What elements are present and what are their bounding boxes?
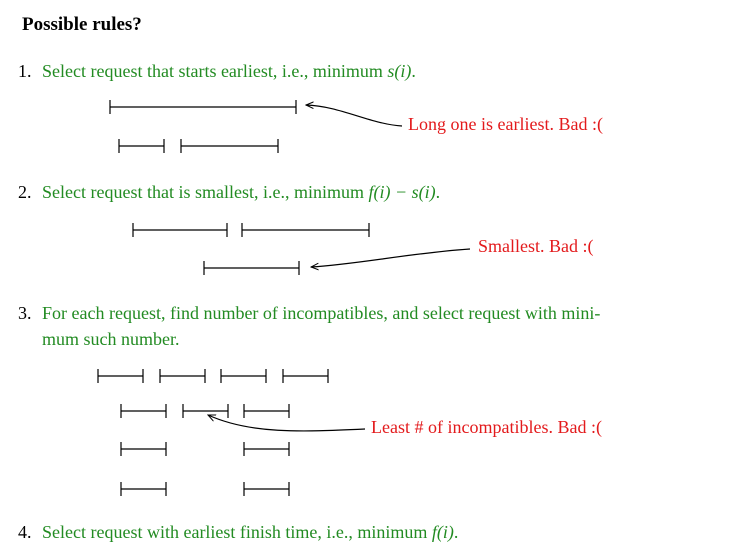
interval xyxy=(243,482,290,496)
rule-3: 3. For each request, find number of incom… xyxy=(18,300,600,352)
rule-4-text: Select request with earliest finish time… xyxy=(42,522,432,542)
interval xyxy=(132,223,228,237)
rule-3-line-2: mum such number. xyxy=(42,329,180,349)
rule-1-text-end: . xyxy=(411,61,416,81)
interval xyxy=(203,261,300,275)
note-rule-2: Smallest. Bad :( xyxy=(478,236,594,256)
note-rule-1-arrow xyxy=(306,105,403,127)
interval xyxy=(97,369,144,383)
interval xyxy=(120,404,167,418)
interval xyxy=(180,139,279,153)
interval xyxy=(282,369,329,383)
rule-4-number: 4. xyxy=(18,522,32,542)
interval xyxy=(243,442,290,456)
rule-2-text-end: . xyxy=(435,182,441,202)
interval xyxy=(182,404,229,418)
rule-2-math: f(i) − s(i) xyxy=(368,182,436,202)
rule-2: 2. Select request that is smallest, i.e.,… xyxy=(18,179,440,205)
rule-2-intervals xyxy=(132,223,370,275)
rule-4-math: f(i) xyxy=(431,522,454,542)
rule-1-math: s(i) xyxy=(387,61,412,81)
interval xyxy=(243,404,290,418)
rule-2-number: 2. xyxy=(18,182,32,202)
rule-3-line-1: For each request, find number of incompa… xyxy=(42,303,601,323)
rule-4-text-end: . xyxy=(453,522,459,542)
interval xyxy=(118,139,165,153)
note-rule-1: Long one is earliest. Bad :( xyxy=(408,114,603,134)
note-rule-3: Least # of incompatibles. Bad :( xyxy=(371,417,602,437)
rule-3-number: 3. xyxy=(18,303,32,323)
interval xyxy=(241,223,370,237)
rule-1-number: 1. xyxy=(18,61,32,81)
rule-1: 1. Select request that starts earliest, i… xyxy=(18,58,416,84)
interval xyxy=(220,369,267,383)
rule-1-text: Select request that starts earliest, i.e… xyxy=(42,61,388,81)
interval xyxy=(120,482,167,496)
interval xyxy=(109,100,297,114)
rule-4: 4. Select request with earliest finish ti… xyxy=(18,519,458,545)
note-rule-2-arrow xyxy=(311,248,471,267)
rule-3-intervals xyxy=(97,369,329,496)
page-title: Possible rules? xyxy=(22,14,142,35)
interval xyxy=(120,442,167,456)
rule-2-text: Select request that is smallest, i.e., m… xyxy=(42,182,369,202)
interval xyxy=(159,369,206,383)
rule-1-intervals xyxy=(109,100,297,153)
note-rule-3-arrow xyxy=(208,414,366,432)
